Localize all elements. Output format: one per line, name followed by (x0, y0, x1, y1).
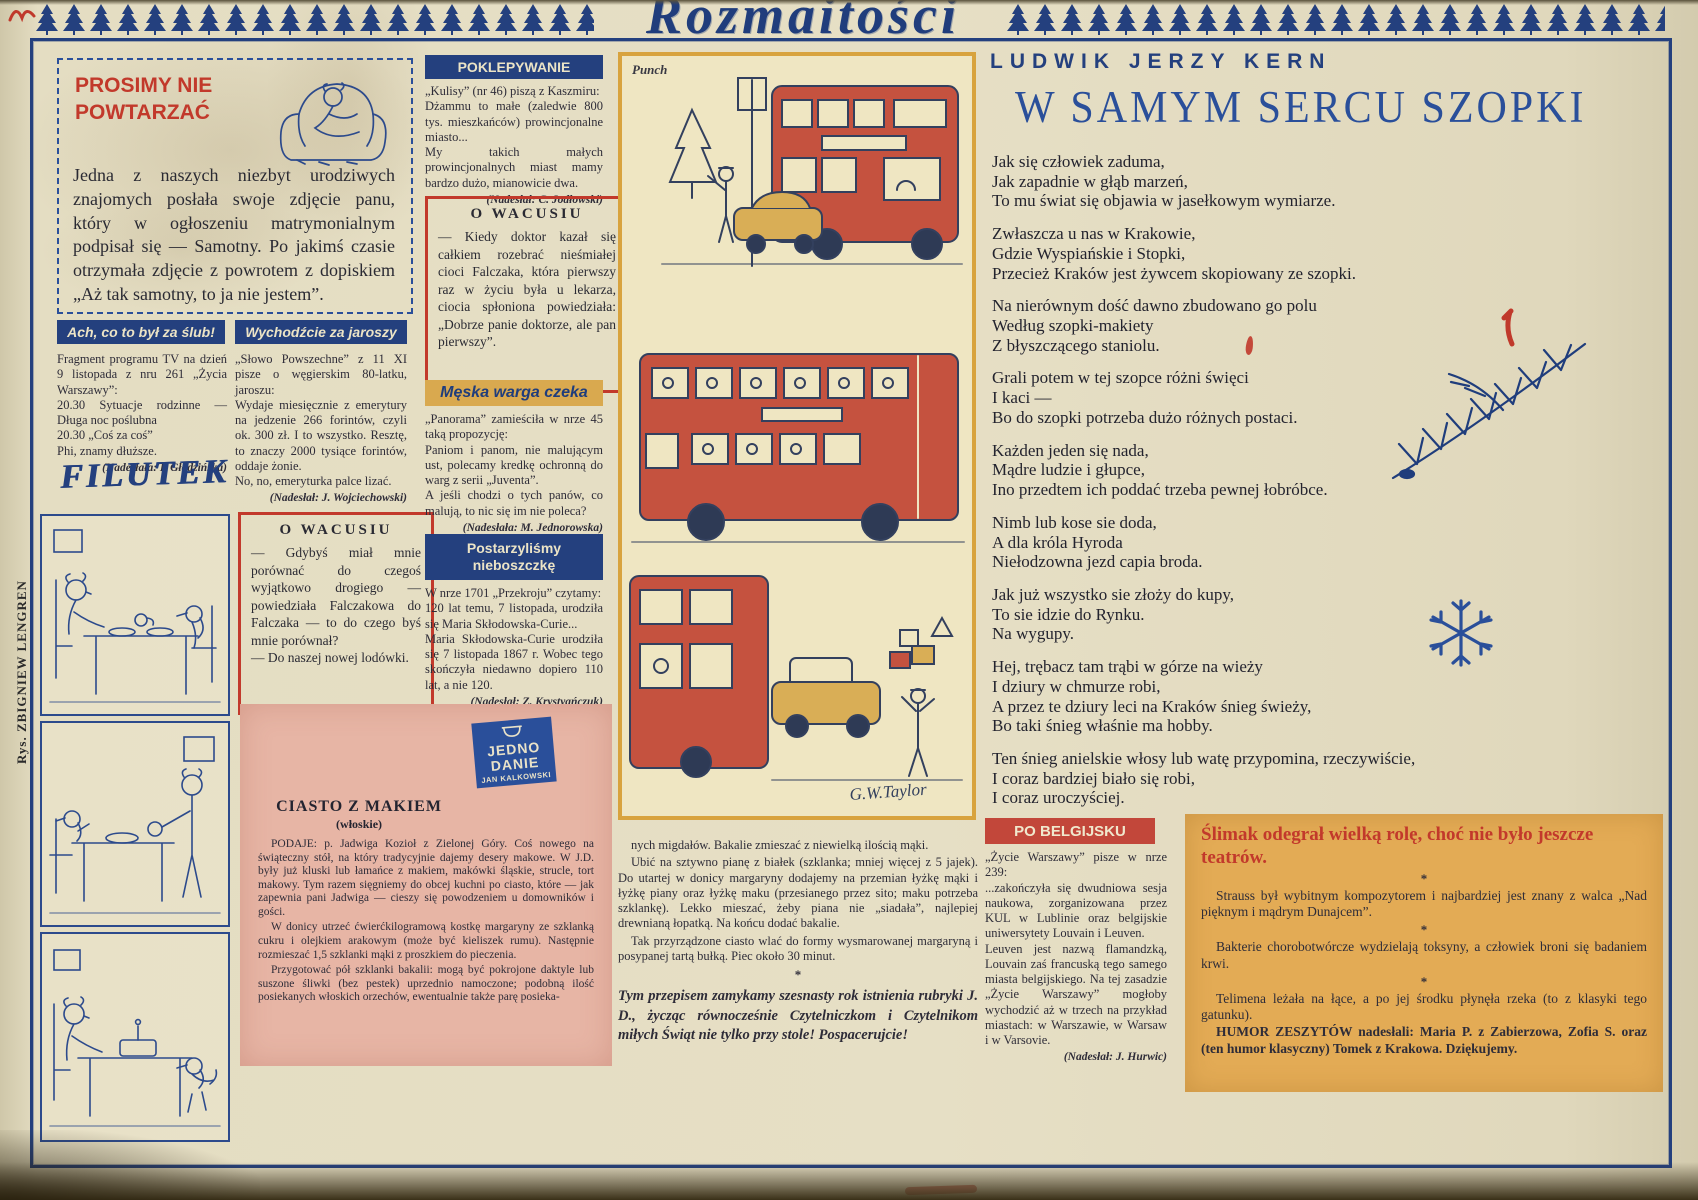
ciasto-cd-paragraph: Tak przyrządzone ciasto wlać do formy wy… (618, 933, 978, 963)
humor-paragraph: Telimena leżała na łące, a po jej środku… (1201, 990, 1647, 1023)
snowflake-icon (1429, 599, 1493, 667)
ciasto-closing-note: Tym przepisem zamykamy szesnasty rok ist… (618, 988, 978, 1044)
jaroszy-credit: (Nadesłał: J. Wojciechowski) (269, 492, 407, 505)
meska-warga-credit: (Nadesłała: M. Jednorowska) (462, 521, 603, 534)
ciasto-cd-paragraph: nych migdałów. Bakalie zmieszać z niewie… (631, 838, 929, 852)
illustrator-credit: Rys. ZBIGNIEW LENGREN (14, 580, 29, 764)
o-wacusiu-2-title: O WACUSIU (470, 206, 584, 222)
armchair-man-illustration (279, 82, 387, 166)
punch-cartoon-illustration: G.W.Taylor (629, 77, 965, 804)
header-ach-slub: Ach, co to był za ślub! (57, 320, 225, 344)
comic-panel-1 (40, 514, 230, 716)
box-ciasto-z-makiem: JEDNO DANIE JAN KALKOWSKI CIASTO Z MAKIE… (240, 704, 612, 1066)
text-meska-warga: „Panorama” zamieściła w nrze 45 taką pro… (425, 412, 603, 534)
header-po-belgijsku: PO BELGIJSKU (985, 818, 1155, 844)
humor-title: Ślimak odegrał wielką rolę, choć nie był… (1201, 824, 1594, 868)
poem-byline: LUDWIK JERZY KERN (990, 50, 1332, 73)
ciasto-paragraph: W donicy utrzeć ćwierćkilogramową kostkę… (258, 921, 594, 961)
header-poklepywanie: POKLEPYWANIE (425, 55, 603, 79)
red-ink-mark (8, 10, 36, 23)
masthead-title: Rozmaitości (645, 0, 961, 45)
humor-credit-paragraph: HUMOR ZESZYTÓW nadesłali: Maria P. z Zab… (1201, 1024, 1647, 1056)
poem-stanza: Każden jeden się nada, Mądre ludzie i gł… (992, 440, 1328, 500)
o-wacusiu-1-title: O WACUSIU (279, 522, 393, 538)
ciasto-paragraph: PODAJE: p. Jadwiga Kozioł z Zielonej Gór… (258, 838, 594, 918)
red-margin-mark (1501, 308, 1515, 347)
header-jaroszy: Wychodźcie za jaroszy (235, 320, 407, 344)
comic-panel-2-illustration (49, 736, 221, 914)
comic-panel-3-illustration (49, 949, 221, 1127)
asterisk-separator: * (1420, 973, 1428, 989)
ciasto-body: PODAJE: p. Jadwiga Kozioł z Zielonej Gór… (258, 838, 594, 1007)
paper-edge-top (0, 0, 1698, 5)
paper-edge-corner (0, 1130, 260, 1200)
text-poklepywanie: „Kulisy” (nr 46) piszą z Kaszmiru: Dżamm… (425, 84, 603, 206)
pot-icon (501, 725, 522, 737)
humor-paragraph: Bakterie chorobotwórcze wydzielają toksy… (1201, 939, 1647, 971)
asterisk-separator: * (1420, 870, 1428, 886)
poem-stanza: Jak już wszystko sie złoży do kupy, To s… (992, 584, 1235, 644)
jaroszy-body: „Słowo Powszechne” z 11 XI pisze o węgie… (235, 352, 407, 488)
ach-slub-body: Fragment programu TV na dzień 9 listopad… (57, 352, 227, 458)
ciasto-cd-paragraph: Ubić na sztywno pianę z białek (szklanka… (618, 855, 978, 931)
header-meska-warga: Męska warga czeka (425, 380, 603, 406)
meska-warga-body: „Panorama” zamieściła w nrze 45 taką pro… (425, 412, 603, 518)
poem-stanza: Nimb lub kose sie doda, A dla króla Hyro… (992, 512, 1203, 572)
box-prosimy-nie-powtarzac: PROSIMY NIE POWTARZAĆ Jedna z naszych ni… (57, 58, 413, 314)
text-postarzylismy: W nrze 1701 „Przekroju” czytamy: 120 lat… (425, 586, 603, 708)
filutek-logo: FILUTEK (59, 453, 229, 496)
header-postarzylismy: Postarzyliśmy nieboszczkę (425, 534, 603, 580)
text-ach-slub: Fragment programu TV na dzień 9 listopad… (57, 352, 227, 474)
poem-title: W SAMYM SERCU SZOPKI (1015, 83, 1587, 133)
punch-cartoon-panel: Punch (618, 52, 976, 820)
prosimy-title: PROSIMY NIE POWTARZAĆ (75, 74, 213, 125)
box-humor-zeszytow: Ślimak odegrał wielką rolę, choć nie był… (1185, 814, 1663, 1092)
ciasto-paragraph: Przygotować pół szklanki bakalii: mogą b… (258, 964, 594, 1004)
cartoon-signature: G.W.Taylor (849, 780, 928, 804)
o-wacusiu-2-body: — Kiedy doktor kazał się całkiem rozebra… (438, 229, 616, 350)
poklepywanie-body: „Kulisy” (nr 46) piszą z Kaszmiru: Dżamm… (425, 84, 603, 190)
asterisk-separator: * (1420, 922, 1428, 938)
ciasto-subtitle: (włoskie) (336, 817, 383, 831)
poem-stanza: Grali potem w tej szopce różni święci I … (992, 368, 1298, 427)
masthead-trees-right-icon (1005, 2, 1665, 35)
text-po-belgijsku: „Życie Warszawy” pisze w nrze 239: ...za… (985, 850, 1167, 1063)
o-wacusiu-1-body: — Gdybyś miał mnie porównać do czegoś wy… (251, 545, 421, 666)
postarzylismy-body: W nrze 1701 „Przekroju” czytamy: 120 lat… (425, 586, 603, 692)
ciasto-continuation: nych migdałów. Bakalie zmieszać z niewie… (618, 838, 978, 1046)
poem-body: Jak się człowiek zaduma, Jak zapadnie w … (992, 152, 1582, 821)
ach-slub-credit: (Nadesłała: I. Gładzińska) (102, 461, 227, 474)
po-belgijsku-body: „Życie Warszawy” pisze w nrze 239: ...za… (985, 850, 1167, 1047)
masthead-trees-left-icon (34, 2, 594, 35)
asterisk-separator: * (794, 967, 802, 982)
comic-panel-2 (40, 721, 230, 927)
humor-paragraph: Strauss był wybitnym kompozytorem i najb… (1201, 887, 1647, 920)
filutek-comic-strip (40, 514, 230, 1147)
box-o-wacusiu-1: O WACUSIU — Gdybyś miał mnie porównać do… (238, 512, 434, 715)
poem-stanza: Zwłaszcza u nas w Krakowie, Gdzie Wyspia… (992, 224, 1356, 283)
jedno-danie-stamp: JEDNO DANIE JAN KALKOWSKI (471, 716, 557, 789)
pine-branch-icon (1391, 342, 1587, 480)
paper-edge-bottom (0, 1162, 1698, 1200)
text-jaroszy: „Słowo Powszechne” z 11 XI pisze o węgie… (235, 352, 407, 504)
comic-panel-1-illustration (49, 529, 221, 703)
poem-stanza: Hej, trębacz tam trąbi w górze na wieży … (992, 657, 1312, 736)
ciasto-title: CIASTO Z MAKIEM (276, 798, 442, 815)
punch-label: Punch (632, 62, 668, 77)
poem-stanza: Na nierównym dość dawno zbudowano go pol… (992, 296, 1317, 355)
poem-stanza: Jak się człowiek zaduma, Jak zapadnie w … (992, 152, 1336, 211)
box-o-wacusiu-2: O WACUSIU — Kiedy doktor kazał się całki… (425, 196, 629, 393)
poem-stanza: Ten śnieg anielskie włosy lub watę przyp… (992, 748, 1416, 808)
po-belgijsku-credit: (Nadesłał: J. Hurwic) (1063, 1051, 1167, 1064)
prosimy-body: Jedna z naszych niezbyt urodziwych znajo… (73, 165, 395, 304)
comic-panel-3 (40, 932, 230, 1142)
